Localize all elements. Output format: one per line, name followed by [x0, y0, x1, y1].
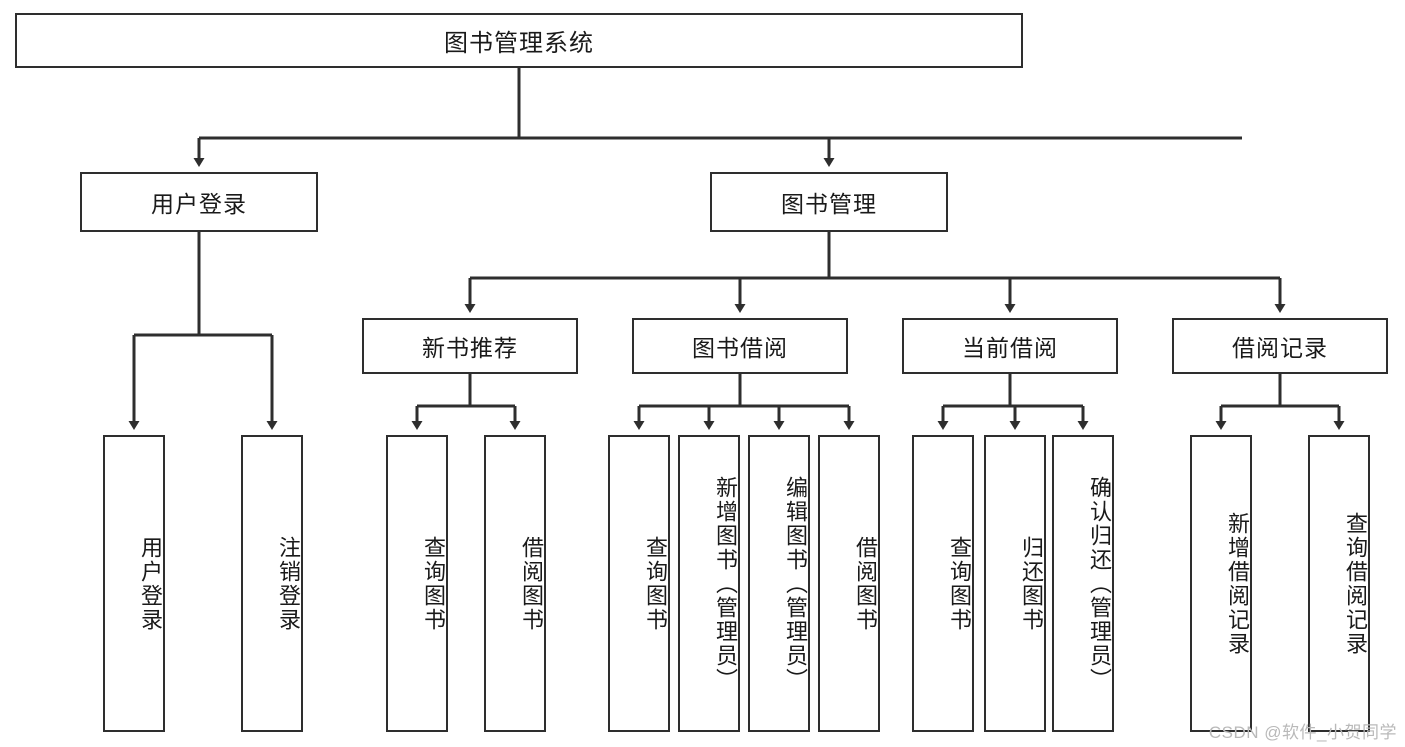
- leaf-label: 查询借阅记录: [1343, 511, 1368, 656]
- leaf-label: 查询图书: [421, 535, 446, 632]
- leaf-confirm-return-admin[interactable]: 确认归还（管理员）: [1052, 435, 1114, 732]
- node-root[interactable]: 图书管理系统: [15, 13, 1023, 68]
- leaf-add-book-admin[interactable]: 新增图书（管理员）: [678, 435, 740, 732]
- leaf-query-book-1[interactable]: 查询图书: [386, 435, 448, 732]
- leaf-query-book-2[interactable]: 查询图书: [608, 435, 670, 732]
- leaf-add-borrow-record[interactable]: 新增借阅记录: [1190, 435, 1252, 732]
- leaf-label: 借阅图书: [519, 535, 544, 632]
- node-current-borrow[interactable]: 当前借阅: [902, 318, 1118, 374]
- watermark: CSDN @软件_小贺同学: [1208, 723, 1397, 742]
- leaf-logout-login[interactable]: 注销登录: [241, 435, 303, 732]
- leaf-label: 编辑图书（管理员）: [783, 475, 808, 692]
- leaf-label: 用户登录: [138, 535, 163, 632]
- leaf-user-login[interactable]: 用户登录: [103, 435, 165, 732]
- leaf-label: 新增借阅记录: [1225, 511, 1250, 656]
- leaf-label: 查询图书: [643, 535, 668, 632]
- leaf-return-book[interactable]: 归还图书: [984, 435, 1046, 732]
- node-book-manage[interactable]: 图书管理: [710, 172, 948, 232]
- leaf-borrow-book-1[interactable]: 借阅图书: [484, 435, 546, 732]
- node-book-borrow[interactable]: 图书借阅: [632, 318, 848, 374]
- leaf-label: 新增图书（管理员）: [713, 475, 738, 692]
- leaf-label: 查询图书: [947, 535, 972, 632]
- node-borrow-record[interactable]: 借阅记录: [1172, 318, 1388, 374]
- node-new-book-recommend[interactable]: 新书推荐: [362, 318, 578, 374]
- leaf-query-book-3[interactable]: 查询图书: [912, 435, 974, 732]
- leaf-query-borrow-record[interactable]: 查询借阅记录: [1308, 435, 1370, 732]
- leaf-borrow-book-2[interactable]: 借阅图书: [818, 435, 880, 732]
- leaf-edit-book-admin[interactable]: 编辑图书（管理员）: [748, 435, 810, 732]
- node-user-login[interactable]: 用户登录: [80, 172, 318, 232]
- leaf-label: 确认归还（管理员）: [1087, 475, 1112, 692]
- leaf-label: 归还图书: [1019, 535, 1044, 632]
- leaf-label: 借阅图书: [853, 535, 878, 632]
- leaf-label: 注销登录: [276, 535, 301, 632]
